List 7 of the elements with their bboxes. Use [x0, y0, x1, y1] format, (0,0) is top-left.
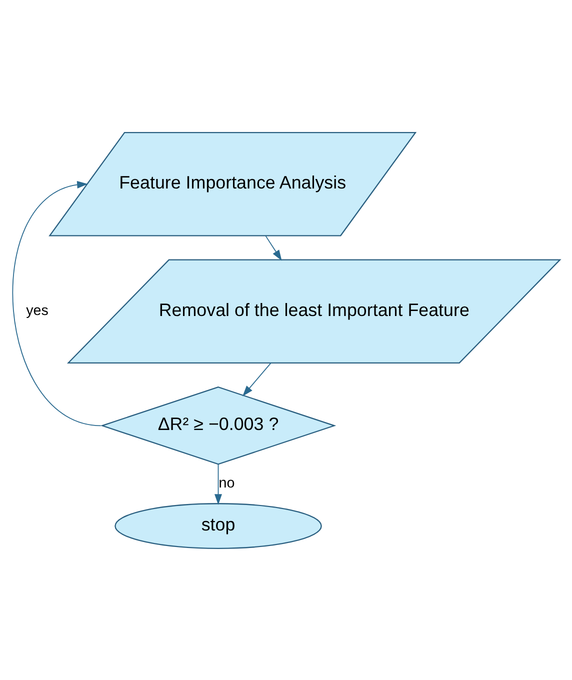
edge-label: yes: [26, 302, 48, 318]
arrow: [214, 463, 222, 504]
arrow: [12, 180, 102, 426]
arrow: [242, 362, 272, 396]
arrow: [265, 234, 282, 260]
node-ellipse: stop: [114, 502, 322, 548]
edge-label: no: [218, 474, 235, 491]
